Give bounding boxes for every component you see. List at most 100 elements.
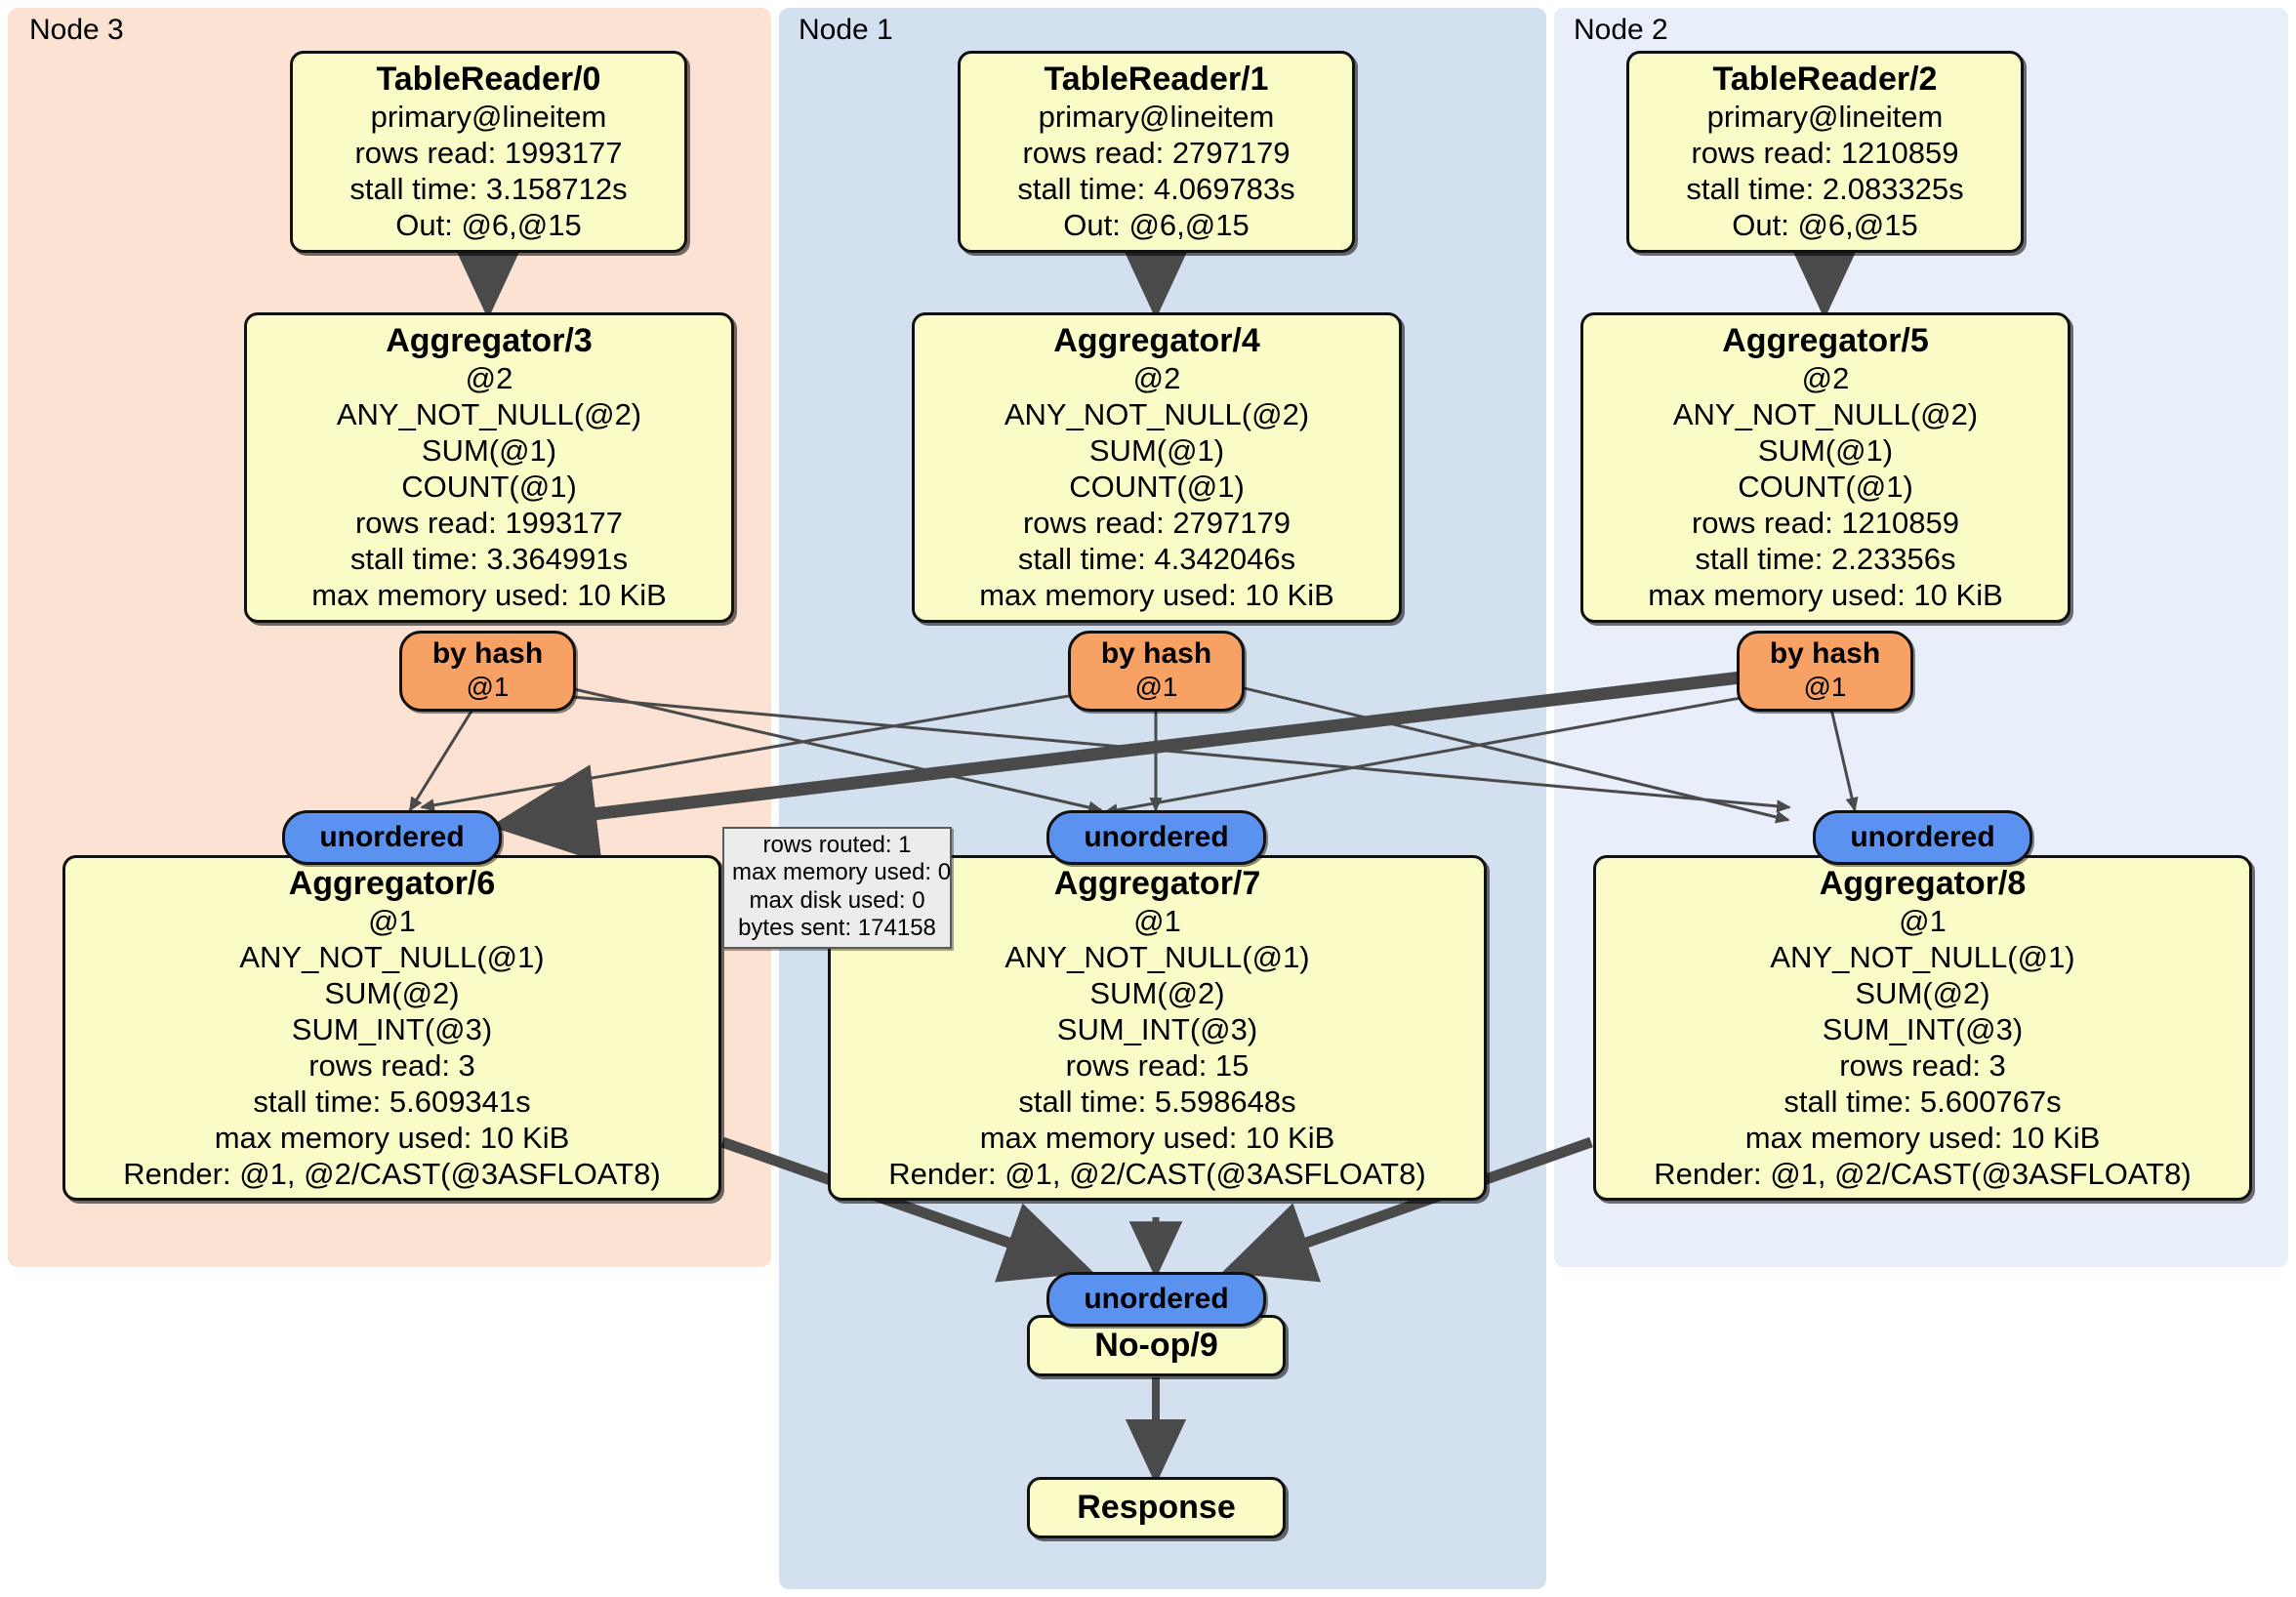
cluster-node-1-label: Node 1 [799, 14, 893, 46]
router-column-label: @1 [1803, 671, 1847, 702]
processor-detail-agg-2: SUM(@2) [324, 976, 460, 1011]
synchronizer-label: unordered [1850, 821, 1995, 853]
stat-bytes-sent: bytes sent: 174158 [738, 914, 936, 941]
processor-detail-stall-time: stall time: 4.069783s [1017, 172, 1295, 207]
processor-title: Response [1077, 1489, 1236, 1526]
processor-detail-rows-read: rows read: 2797179 [1022, 505, 1292, 540]
stat-rows-routed: rows routed: 1 [762, 832, 912, 858]
processor-detail-stall-time: stall time: 3.364991s [349, 541, 629, 576]
router-type-label: by hash [431, 637, 544, 670]
processor-detail-group-col: @2 [465, 361, 513, 396]
processor-title: Aggregator/8 [1819, 865, 2027, 902]
router-column-label: @1 [466, 671, 510, 702]
processor-detail-rows-read: rows read: 3 [308, 1047, 475, 1083]
processor-title: TableReader/1 [1044, 61, 1269, 98]
processor-detail-agg-1: ANY_NOT_NULL(@1) [1004, 940, 1310, 975]
processor-aggregator-4[interactable]: Aggregator/4 @2 ANY_NOT_NULL(@2) SUM(@1)… [912, 312, 1402, 623]
processor-detail-agg-3: COUNT(@1) [1738, 470, 1913, 505]
processor-detail-stall-time: stall time: 5.600767s [1784, 1084, 2062, 1119]
processor-detail-max-memory: max memory used: 10 KiB [1744, 1120, 2101, 1155]
processor-detail-agg-3: COUNT(@1) [401, 470, 577, 505]
processor-detail-rows-read: rows read: 1210859 [1691, 136, 1959, 171]
processor-detail-out: Out: @6,@15 [1063, 208, 1250, 243]
processor-detail-render: Render: @1, @2/CAST(@3ASFLOAT8) [888, 1156, 1426, 1191]
router-by-hash-aggregator-3[interactable]: by hash @1 [399, 631, 576, 712]
processor-detail-max-memory: max memory used: 10 KiB [1648, 577, 2003, 612]
processor-title: Aggregator/5 [1722, 322, 1929, 359]
processor-detail-table: primary@lineitem [1038, 100, 1275, 135]
processor-tablereader-2[interactable]: TableReader/2 primary@lineitem rows read… [1626, 51, 2024, 253]
processor-detail-agg-1: ANY_NOT_NULL(@1) [239, 940, 545, 975]
router-type-label: by hash [1100, 637, 1212, 670]
processor-detail-agg-3: SUM_INT(@3) [1056, 1012, 1258, 1047]
processor-aggregator-5[interactable]: Aggregator/5 @2 ANY_NOT_NULL(@2) SUM(@1)… [1580, 312, 2070, 623]
processor-detail-rows-read: rows read: 1210859 [1691, 505, 1960, 540]
processor-title: Aggregator/3 [386, 322, 593, 359]
processor-aggregator-6[interactable]: Aggregator/6 @1 ANY_NOT_NULL(@1) SUM(@2)… [62, 855, 721, 1202]
processor-detail-out: Out: @6,@15 [395, 208, 582, 243]
processor-tablereader-0[interactable]: TableReader/0 primary@lineitem rows read… [290, 51, 687, 253]
cluster-node-3-label: Node 3 [29, 14, 124, 46]
processor-detail-agg-2: SUM(@2) [1855, 976, 1990, 1011]
stat-max-disk-used: max disk used: 0 [749, 886, 925, 914]
processor-detail-group-col: @2 [1132, 361, 1181, 396]
processor-title: Aggregator/7 [1053, 865, 1261, 902]
processor-detail-agg-1: ANY_NOT_NULL(@2) [1004, 397, 1310, 432]
processor-detail-group-col: @2 [1801, 361, 1850, 396]
stream-stats-tooltip: rows routed: 1 max memory used: 0 max di… [722, 827, 952, 950]
synchronizer-unordered-aggregator-7[interactable]: unordered [1046, 810, 1266, 865]
processor-aggregator-3[interactable]: Aggregator/3 @2 ANY_NOT_NULL(@2) SUM(@1)… [244, 312, 734, 623]
processor-detail-stall-time: stall time: 5.598648s [1018, 1084, 1296, 1119]
processor-detail-max-memory: max memory used: 10 KiB [214, 1120, 570, 1155]
processor-detail-rows-read: rows read: 3 [1839, 1047, 2006, 1083]
processor-response[interactable]: Response [1027, 1477, 1286, 1539]
processor-detail-stall-time: stall time: 4.342046s [1017, 541, 1296, 576]
router-by-hash-aggregator-4[interactable]: by hash @1 [1068, 631, 1245, 712]
processor-detail-rows-read: rows read: 1993177 [354, 136, 623, 171]
processor-detail-rows-read: rows read: 2797179 [1022, 136, 1291, 171]
router-by-hash-aggregator-5[interactable]: by hash @1 [1737, 631, 1913, 712]
processor-detail-max-memory: max memory used: 10 KiB [979, 577, 1334, 612]
synchronizer-label: unordered [1084, 821, 1229, 853]
processor-detail-group-col: @1 [1899, 904, 1947, 939]
processor-detail-group-col: @1 [368, 904, 416, 939]
processor-detail-agg-2: SUM(@1) [1088, 433, 1225, 469]
synchronizer-label: unordered [319, 821, 465, 853]
processor-title: No-op/9 [1094, 1327, 1218, 1364]
processor-detail-stall-time: stall time: 2.083325s [1686, 172, 1964, 207]
processor-detail-rows-read: rows read: 15 [1065, 1047, 1250, 1083]
cluster-node-2-label: Node 2 [1574, 14, 1668, 46]
router-type-label: by hash [1769, 637, 1881, 670]
processor-detail-agg-2: SUM(@2) [1089, 976, 1225, 1011]
processor-title: Aggregator/6 [288, 865, 496, 902]
processor-detail-max-memory: max memory used: 10 KiB [979, 1120, 1335, 1155]
synchronizer-label: unordered [1084, 1283, 1229, 1315]
processor-tablereader-1[interactable]: TableReader/1 primary@lineitem rows read… [958, 51, 1355, 253]
processor-detail-agg-2: SUM(@1) [421, 433, 557, 469]
processor-detail-agg-1: ANY_NOT_NULL(@2) [1672, 397, 1979, 432]
processor-detail-render: Render: @1, @2/CAST(@3ASFLOAT8) [1654, 1156, 2192, 1191]
processor-title: Aggregator/4 [1053, 322, 1260, 359]
processor-detail-render: Render: @1, @2/CAST(@3ASFLOAT8) [123, 1156, 661, 1191]
processor-detail-stall-time: stall time: 2.23356s [1695, 541, 1956, 576]
processor-detail-rows-read: rows read: 1993177 [354, 505, 624, 540]
synchronizer-unordered-aggregator-6[interactable]: unordered [282, 810, 502, 865]
processor-detail-stall-time: stall time: 3.158712s [349, 172, 628, 207]
processor-detail-max-memory: max memory used: 10 KiB [311, 577, 667, 612]
synchronizer-unordered-noop-9[interactable]: unordered [1046, 1272, 1266, 1327]
processor-title: TableReader/2 [1712, 61, 1938, 98]
processor-detail-agg-1: ANY_NOT_NULL(@2) [336, 397, 642, 432]
processor-detail-table: primary@lineitem [1706, 100, 1944, 135]
processor-title: TableReader/0 [376, 61, 601, 98]
synchronizer-unordered-aggregator-8[interactable]: unordered [1813, 810, 2032, 865]
processor-detail-agg-3: SUM_INT(@3) [291, 1012, 493, 1047]
processor-detail-agg-1: ANY_NOT_NULL(@1) [1770, 940, 2075, 975]
processor-detail-stall-time: stall time: 5.609341s [253, 1084, 531, 1119]
processor-detail-agg-3: SUM_INT(@3) [1822, 1012, 2024, 1047]
processor-detail-table: primary@lineitem [370, 100, 607, 135]
processor-detail-out: Out: @6,@15 [1732, 208, 1918, 243]
router-column-label: @1 [1134, 671, 1178, 702]
processor-aggregator-8[interactable]: Aggregator/8 @1 ANY_NOT_NULL(@1) SUM(@2)… [1593, 855, 2252, 1202]
processor-detail-agg-2: SUM(@1) [1757, 433, 1894, 469]
